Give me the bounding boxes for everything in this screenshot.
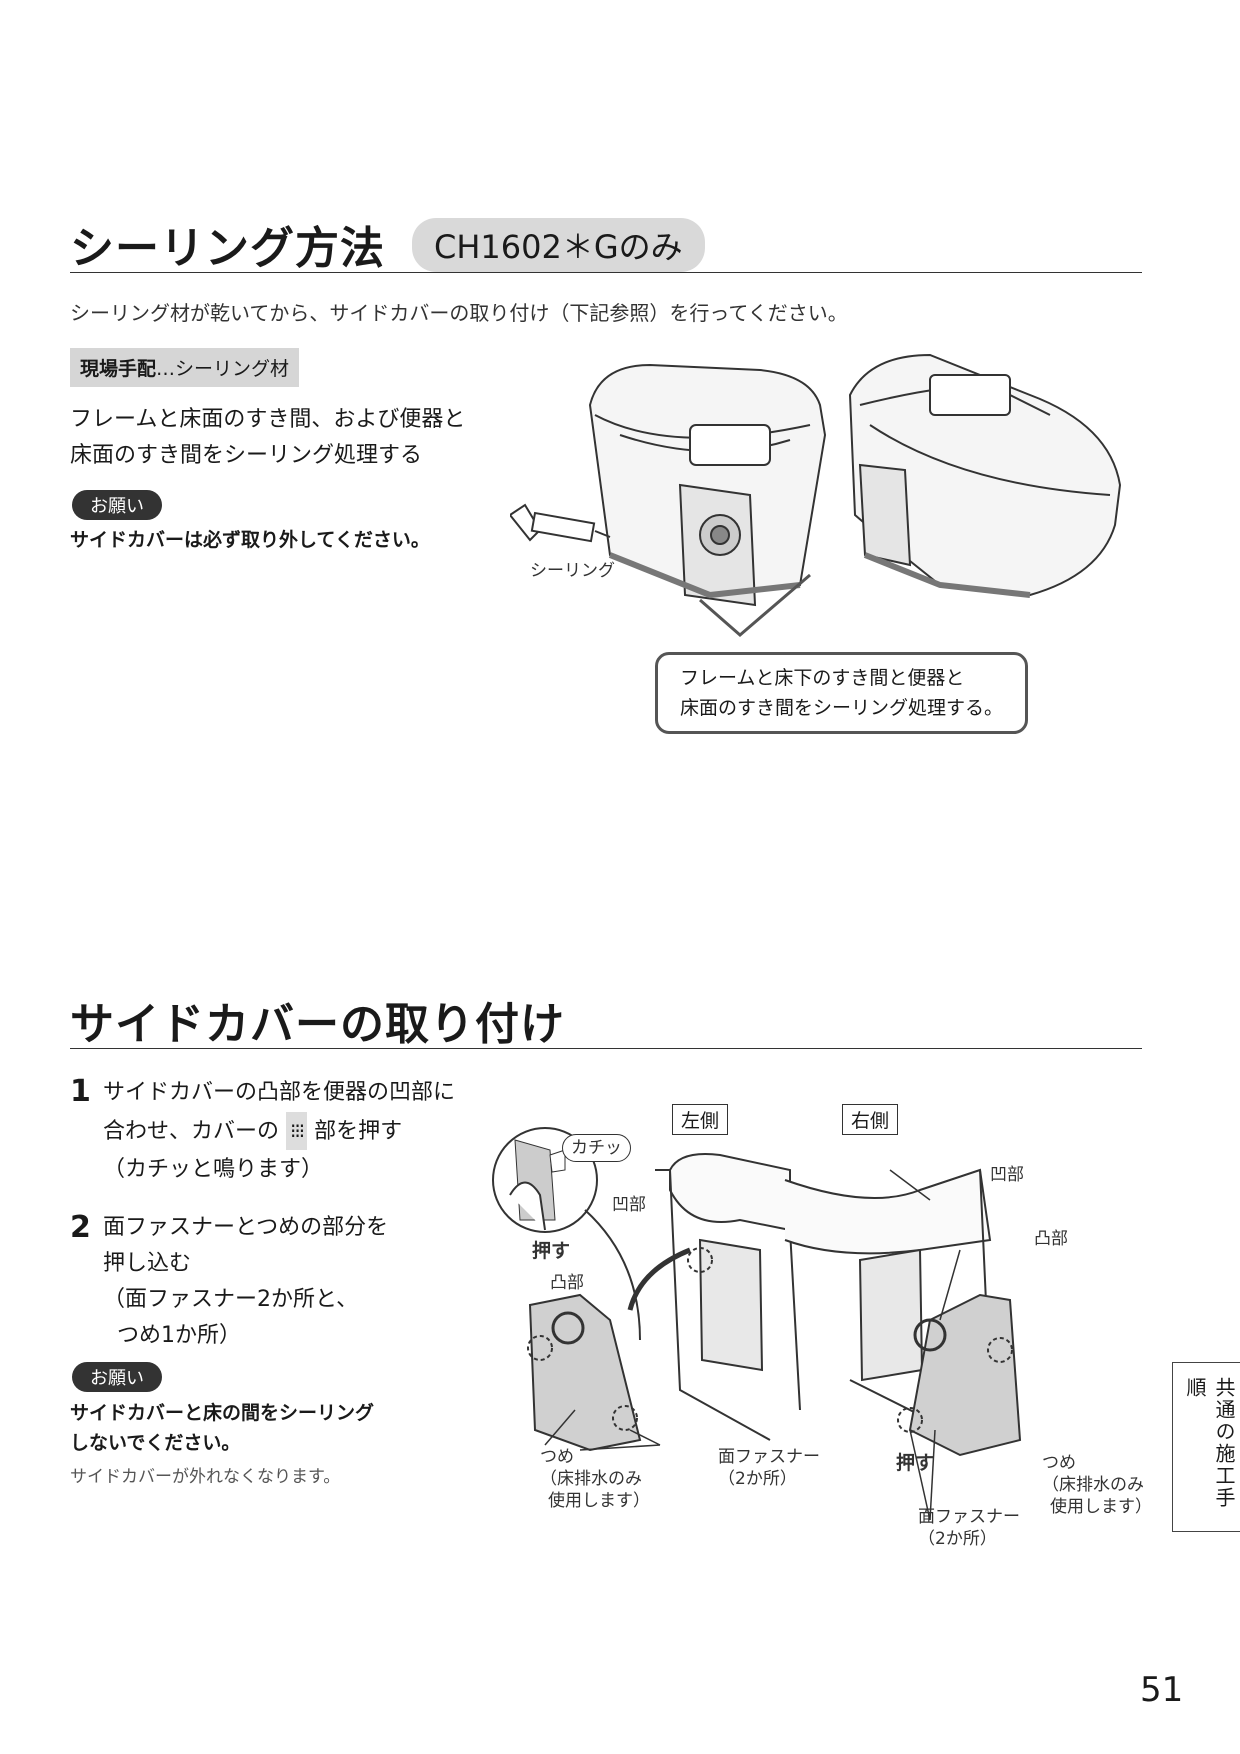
tsume-label-left: つめ （床排水のみ 使用します） <box>540 1446 650 1512</box>
sealing-body: フレームと床面のすき間、および便器と 床面のすき間をシーリング処理する <box>70 402 465 474</box>
step1-line3: （カチッと鳴ります） <box>103 1157 324 1182</box>
left-side-label: 左側 <box>672 1104 729 1135</box>
sealing-callout: フレームと床下のすき間と便器と 床面のすき間をシーリング処理する。 <box>655 652 1029 734</box>
sidecover-note-small: サイドカバーが外れなくなります。 <box>70 1467 341 1487</box>
convex-label-right: 凸部 <box>1034 1229 1068 1249</box>
materials-tag-label: 現場手配 <box>80 358 157 380</box>
section-title-sidecover: サイドカバーの取り付け <box>70 999 565 1050</box>
step1-line1: サイドカバーの凸部を便器の凹部に <box>103 1080 456 1105</box>
chapter-side-tab: 共通の施工手順 <box>1172 1362 1240 1532</box>
fastener-left-2: （2か所） <box>718 1469 797 1489</box>
page-number: 51 <box>1140 1670 1184 1710</box>
fastener-left-1: 面ファスナー <box>718 1447 820 1467</box>
step2-line3: （面ファスナー2か所と、 <box>103 1287 359 1312</box>
step1-number: 1 <box>70 1074 91 1109</box>
tsume-right-3: 使用します） <box>1050 1497 1152 1517</box>
fastener-right-1: 面ファスナー <box>918 1507 1020 1527</box>
section-rule <box>70 272 1142 273</box>
sealing-body-line1: フレームと床面のすき間、および便器と <box>70 407 466 432</box>
click-callout: カチッ <box>562 1134 631 1162</box>
tsume-label-right: つめ （床排水のみ 使用します） <box>1042 1452 1152 1518</box>
sidecover-illustration <box>492 1127 1022 1521</box>
tsume-left-1: つめ <box>540 1447 574 1467</box>
tsume-left-3: 使用します） <box>548 1491 650 1511</box>
materials-tag-value: …シーリング材 <box>156 358 290 380</box>
step2-line1: 面ファスナーとつめの部分を <box>103 1215 389 1240</box>
sidecover-note: サイドカバーと床の間をシーリング しないでください。 <box>70 1398 374 1458</box>
tsume-right-1: つめ <box>1042 1453 1076 1473</box>
concave-label-right: 凹部 <box>990 1165 1024 1185</box>
step1-line2: 合わせ、カバーの ⁝⁝⁝ 部を押す <box>103 1112 455 1151</box>
sealing-intro: シーリング材が乾いてから、サイドカバーの取り付け（下記参照）を行ってください。 <box>70 301 848 325</box>
onegai-badge-2: お願い <box>72 1362 162 1392</box>
sealing-body-line2: 床面のすき間をシーリング処理する <box>70 443 423 468</box>
fastener-label-left: 面ファスナー （2か所） <box>718 1446 820 1490</box>
sealing-gun-label: シーリング <box>530 561 615 581</box>
sealing-illustration <box>510 353 1122 637</box>
sealing-callout-line2: 床面のすき間をシーリング処理する。 <box>680 697 1004 719</box>
convex-label-left: 凸部 <box>550 1273 584 1293</box>
fastener-label-right: 面ファスナー （2か所） <box>918 1506 1020 1550</box>
sidecover-note-line1: サイドカバーと床の間をシーリング <box>70 1402 375 1424</box>
step2-line4: つめ1か所） <box>117 1323 241 1348</box>
step2-line2: 押し込む <box>103 1251 192 1276</box>
tsume-right-2: （床排水のみ <box>1042 1475 1144 1495</box>
sealing-callout-line1: フレームと床下のすき間と便器と <box>680 667 965 689</box>
step1-text: サイドカバーの凸部を便器の凹部に 合わせ、カバーの ⁝⁝⁝ 部を押す （カチッと… <box>103 1074 455 1189</box>
model-badge: CH1602＊Gのみ <box>412 218 705 272</box>
concave-label-left: 凹部 <box>612 1195 646 1215</box>
step1-line2a: 合わせ、カバーの <box>103 1119 280 1144</box>
right-side-label: 右側 <box>842 1104 899 1135</box>
fastener-right-2: （2か所） <box>918 1529 997 1549</box>
dot-pattern-icon: ⁝⁝⁝ <box>286 1112 308 1150</box>
sealing-note: サイドカバーは必ず取り外してください。 <box>70 529 430 551</box>
push-label-right: 押す <box>896 1452 935 1474</box>
step2-number: 2 <box>70 1210 91 1245</box>
step2-text: 面ファスナーとつめの部分を 押し込む （面ファスナー2か所と、 つめ1か所） <box>103 1210 388 1354</box>
push-label-left: 押す <box>532 1240 571 1262</box>
section-rule <box>70 1048 1142 1049</box>
materials-tag: 現場手配…シーリング材 <box>70 348 300 387</box>
sidecover-note-line2: しないでください。 <box>70 1432 241 1454</box>
step1-line2b: 部を押す <box>314 1119 403 1144</box>
onegai-badge: お願い <box>72 490 162 520</box>
tsume-left-2: （床排水のみ <box>540 1469 642 1489</box>
section-title-sealing: シーリング方法 <box>70 223 385 274</box>
